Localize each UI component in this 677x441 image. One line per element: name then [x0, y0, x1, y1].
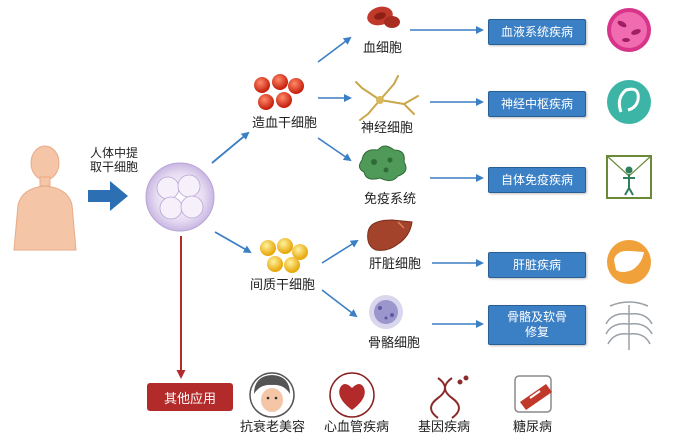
arrow-to-blood — [317, 36, 352, 63]
other-item-anti-aging: 抗衰老美容 — [240, 420, 306, 435]
diabetes-icon — [514, 375, 552, 413]
blood-disease-box: 血液系统疾病 — [488, 19, 586, 45]
other-applications-box: 其他应用 — [147, 383, 233, 411]
immune-cell-icon — [358, 145, 407, 182]
extract-arrow — [88, 181, 128, 211]
arrow-to-hematopoietic — [211, 131, 250, 164]
source-label-line2: 取干细胞 — [90, 159, 139, 174]
immune-disease-box: 自体免疫疾病 — [488, 167, 586, 193]
immune-disease-icon — [606, 155, 652, 199]
nerve-cell-label: 神经细胞 — [361, 121, 414, 136]
blood-cell-icon — [367, 6, 400, 28]
arrow-to-bone — [321, 289, 358, 318]
hematopoietic-cells-icon — [254, 74, 304, 110]
bone-disease-icon — [605, 301, 653, 350]
arrow-to-immune — [317, 137, 352, 162]
nerve-disease-box: 神经中枢疾病 — [488, 91, 586, 117]
source-label-line1: 人体中提 — [90, 146, 139, 160]
liver-cell-icon — [367, 219, 413, 251]
nerve-cell-icon — [355, 75, 419, 121]
immune-label: 免疫系统 — [364, 192, 417, 207]
blood-cell-label: 血细胞 — [363, 41, 403, 56]
bone-disease-line2: 修复 — [524, 325, 549, 339]
bone-disease-line1: 骨骼及软骨 — [506, 310, 567, 324]
cardiovascular-icon — [329, 372, 375, 418]
bone-disease-box: 骨骼及软骨 修复 — [488, 305, 586, 345]
bone-cell-label: 骨骼细胞 — [368, 336, 421, 351]
source-label: 人体中提 取干细胞 — [90, 146, 139, 175]
bone-cell-icon — [369, 295, 403, 329]
other-item-cardiovascular: 心血管疾病 — [324, 420, 390, 435]
human-body-icon — [13, 145, 77, 251]
hematopoietic-label: 造血干细胞 — [252, 116, 318, 131]
blood-disease-icon — [607, 8, 651, 52]
mesenchymal-cells-icon — [260, 238, 308, 273]
mesenchymal-label: 间质干细胞 — [250, 278, 316, 293]
arrow-to-liver — [321, 239, 359, 264]
stem-cell-icon — [145, 162, 215, 232]
gene-disease-icon — [430, 375, 469, 419]
other-item-gene: 基因疾病 — [418, 420, 471, 435]
nerve-disease-icon — [607, 80, 651, 124]
anti-aging-icon — [249, 372, 295, 418]
liver-cell-label: 肝脏细胞 — [369, 257, 422, 272]
liver-disease-icon — [607, 240, 651, 284]
liver-disease-box: 肝脏疾病 — [488, 252, 586, 278]
arrow-to-mesenchymal — [214, 231, 252, 253]
other-item-diabetes: 糖尿病 — [513, 420, 553, 435]
